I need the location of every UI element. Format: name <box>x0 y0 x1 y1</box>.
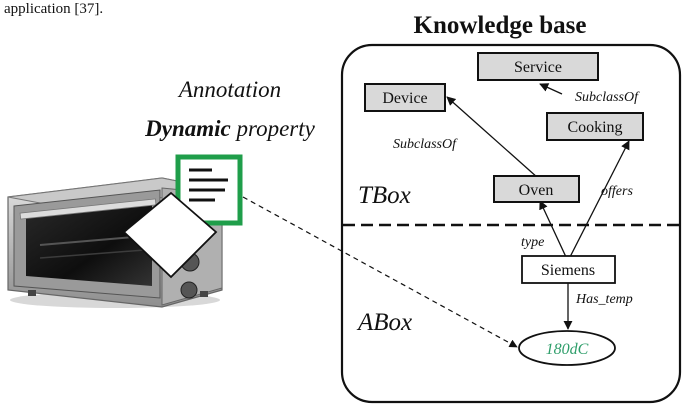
annotation-bold-word: Dynamic <box>144 116 231 141</box>
node-device: Device <box>364 83 446 112</box>
node-device-label: Device <box>382 90 427 107</box>
node-oven: Oven <box>493 175 580 203</box>
annotation-rest: property <box>231 116 316 141</box>
annotation-title: Annotation <box>177 77 281 102</box>
knowledge-base-title: Knowledge base <box>414 12 587 39</box>
node-service: Service <box>477 52 599 81</box>
edge-label-cooking-service: SubclassOf <box>575 90 640 105</box>
tbox-label: TBox <box>358 182 411 209</box>
caption-fragment: application [37]. <box>4 1 103 17</box>
node-cooking: Cooking <box>546 112 644 141</box>
edge-siemens-cooking <box>569 140 630 258</box>
node-temp-label: 180dC <box>546 341 589 358</box>
annotation-link-arrow <box>242 196 518 348</box>
node-siemens-label: Siemens <box>541 262 595 279</box>
edge-siemens-oven <box>539 200 567 258</box>
node-service-label: Service <box>514 59 562 76</box>
annotation-diamond <box>122 191 218 279</box>
node-temp-value: 180dC <box>518 330 616 366</box>
annotation-subtitle: Dynamic property <box>144 116 316 141</box>
edge-label-siemens-oven: type <box>521 235 544 250</box>
edge-oven-device <box>446 96 539 179</box>
node-siemens: Siemens <box>521 255 616 284</box>
node-cooking-label: Cooking <box>567 119 622 136</box>
edge-label-siemens-temp: Has_temp <box>575 292 633 307</box>
edge-cooking-service <box>539 83 563 95</box>
edge-label-siemens-cooking: offers <box>601 184 633 199</box>
oven-knob-bottom <box>180 281 198 299</box>
abox-label: ABox <box>356 309 412 336</box>
knowledge-base-frame <box>340 43 682 404</box>
edge-label-oven-device: SubclassOf <box>393 137 458 152</box>
node-oven-label: Oven <box>519 182 554 199</box>
